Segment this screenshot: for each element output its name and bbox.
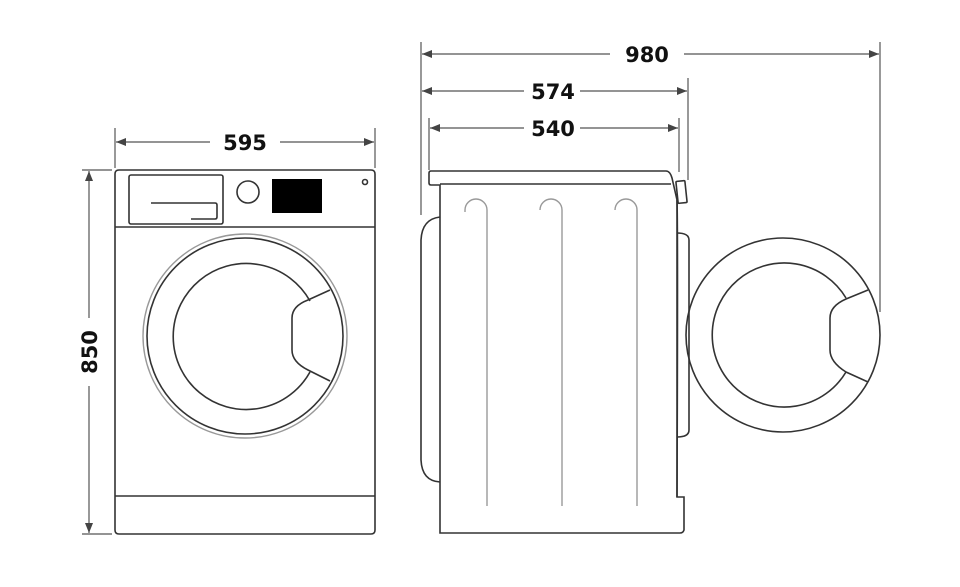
knob-side xyxy=(675,179,688,205)
detergent-drawer xyxy=(128,174,224,225)
rear-bump xyxy=(420,216,441,483)
width-label: 595 xyxy=(223,131,267,155)
open-door-ring xyxy=(685,237,881,433)
door-handle xyxy=(291,289,331,382)
drawer-handle xyxy=(151,202,218,220)
front-edge xyxy=(676,199,679,498)
door-ring xyxy=(146,237,344,435)
display-panel xyxy=(272,179,322,213)
depth-body-label: 540 xyxy=(531,117,575,141)
side-rib xyxy=(539,198,563,506)
power-indicator xyxy=(361,178,369,186)
door-hinge-side xyxy=(676,232,690,438)
front-view: 595 850 xyxy=(78,128,376,535)
open-door-handle xyxy=(829,289,869,383)
side-rib xyxy=(464,198,488,506)
cabinet-front xyxy=(114,169,376,535)
side-view: 980 574 540 xyxy=(420,42,881,534)
depth-open-label: 980 xyxy=(625,43,669,67)
cabinet-side xyxy=(428,170,685,534)
program-knob xyxy=(236,180,260,204)
door-outer-ring xyxy=(142,233,348,439)
open-door-glass xyxy=(711,262,847,408)
depth-total-label: 574 xyxy=(531,80,575,104)
open-door xyxy=(685,237,881,433)
side-rib xyxy=(614,198,638,506)
door-glass xyxy=(172,262,311,411)
height-label: 850 xyxy=(78,330,102,374)
